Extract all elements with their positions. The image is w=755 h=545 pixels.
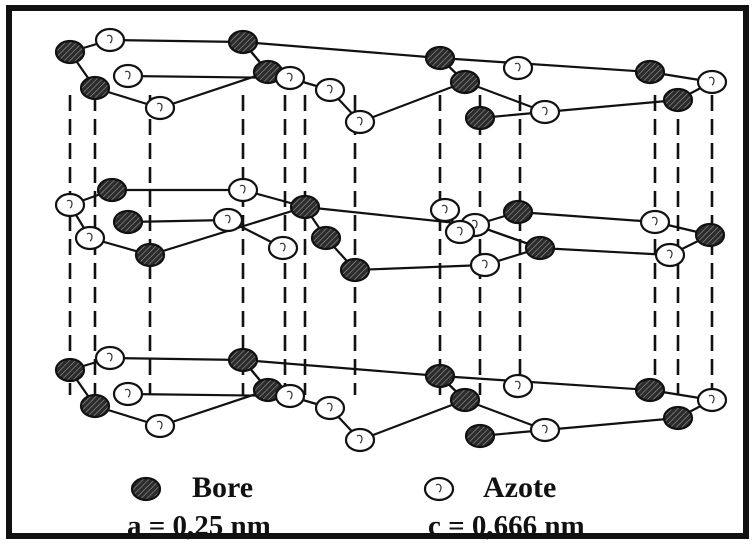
nitrogen-atom-icon [227,177,259,203]
bond-line [242,358,441,378]
nitrogen-atom-icon [502,373,534,399]
figure-frame [6,5,749,539]
boron-atom-icon [227,347,259,373]
boron-atom-icon [134,242,166,268]
nitrogen-atom-icon [696,387,728,413]
nitrogen-atom-icon [344,109,376,135]
bond-line [544,98,679,114]
legend-bore-label: Bore [192,471,254,504]
boron-atom-icon [524,235,556,261]
boron-atom-icon [339,257,371,283]
nitrogen-atom-icon [429,197,461,223]
boron-atom-icon [130,476,162,502]
bond-line [439,56,651,74]
boron-atom-icon [634,377,666,403]
boron-atom-icon [79,75,111,101]
lattice-parameter-c: c = 0,666 nm [428,510,585,542]
nitrogen-atom-icon [267,235,299,261]
boron-atom-icon [662,87,694,113]
boron-atom-icon [96,177,128,203]
boron-atom-icon [662,405,694,431]
boron-atom-icon [310,225,342,251]
nitrogen-atom-icon [314,395,346,421]
nitrogen-atom-icon [654,242,686,268]
nitrogen-atom-icon [212,207,244,233]
nitrogen-atom-icon [74,225,106,251]
boron-atom-icon [424,363,456,389]
bond-line [354,263,486,272]
boron-atom-icon [424,45,456,71]
nitrogen-atom-icon [639,209,671,235]
nitrogen-atom-icon [274,65,306,91]
legend-icons [130,476,455,502]
nitrogen-atom-icon [112,63,144,89]
bond-line [109,38,244,44]
nitrogen-atom-icon [144,413,176,439]
nitrogen-atom-icon [502,55,534,81]
boron-atom-icon [449,69,481,95]
nitrogen-atom-icon [444,219,476,245]
boron-atom-icon [112,209,144,235]
bond-line [544,416,679,432]
boron-atom-icon [79,393,111,419]
bond-line [517,210,656,224]
nitrogen-atom-icon [344,427,376,453]
boron-atom-icon [54,357,86,383]
nitrogen-atom-icon [54,192,86,218]
nitrogen-atom-icon [529,417,561,443]
nitrogen-atom-icon [94,27,126,53]
nitrogen-atom-icon [423,476,455,502]
boron-atom-icon [54,39,86,65]
bond-line [242,40,441,60]
boron-atom-icon [227,29,259,55]
boron-atom-icon [464,423,496,449]
nitrogen-atom-icon [112,381,144,407]
nitrogen-atom-icon [144,95,176,121]
boron-atom-icon [289,194,321,220]
bond-line [127,218,229,224]
bond-line [539,246,671,257]
boron-atom-icon [634,59,666,85]
legend-azote-label: Azote [483,471,557,504]
lattice-parameter-a: a = 0,25 nm [127,510,271,542]
boron-atom-icon [502,199,534,225]
bond-line [439,374,651,392]
nitrogen-atom-icon [469,252,501,278]
nitrogen-atom-icon [529,99,561,125]
interlayer-dashed-lines [68,95,714,395]
boron-atom-icon [449,387,481,413]
nitrogen-atom-icon [274,383,306,409]
nitrogen-atom-icon [94,345,126,371]
bond-line [109,356,244,362]
nitrogen-atom-icon [314,77,346,103]
bond-line [359,398,466,442]
bond-line [359,80,466,124]
atoms [54,27,728,453]
nitrogen-atom-icon [696,69,728,95]
boron-atom-icon [464,105,496,131]
boron-atom-icon [694,222,726,248]
